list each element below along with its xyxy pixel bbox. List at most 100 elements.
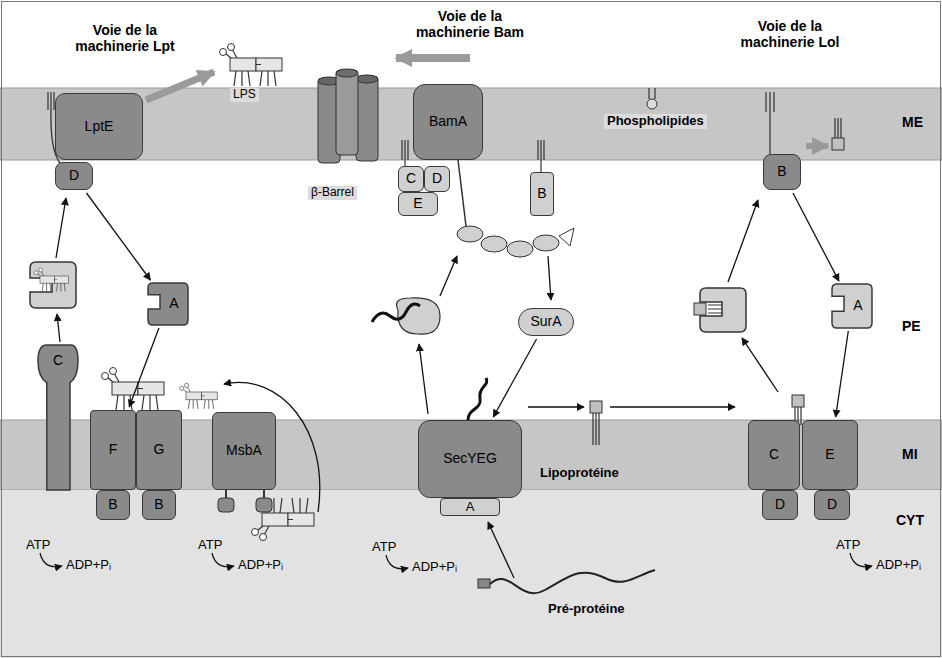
protein-label: B: [154, 497, 163, 512]
loaded-lola-shape: [700, 288, 746, 332]
protein-label: C: [406, 171, 416, 186]
adp-label: ADP+Pᵢ: [412, 560, 457, 575]
lps-molecule: [220, 44, 283, 87]
polypeptide-chain: [468, 378, 487, 420]
cycle-arrow: [129, 328, 159, 407]
hydrolysis-arrow: [40, 553, 62, 567]
lipid-anchor: [538, 140, 544, 172]
protein-outline: [148, 283, 188, 325]
protein-label: E: [413, 196, 422, 211]
cycle-arrow: [86, 193, 150, 280]
lold-protein: D: [814, 490, 850, 520]
lptc-protein: C: [38, 345, 78, 490]
seca-atpase: A: [440, 498, 500, 516]
preprotein-chain: [490, 570, 655, 593]
protein-label: SecYEG: [443, 451, 497, 466]
protein-label: A: [169, 296, 178, 311]
targeting-arrow: [488, 522, 514, 578]
cycle-arrow: [440, 256, 457, 296]
lptf-protein: F: [90, 410, 136, 490]
cytoplasm-band: [0, 490, 942, 658]
bamd-protein: D: [424, 166, 450, 192]
adp-label: ADP+Pᵢ: [876, 558, 921, 573]
cycle-arrow: [728, 200, 758, 282]
protein-label: B: [777, 164, 786, 179]
atp-label: ATP: [836, 538, 860, 553]
atp-label: ATP: [372, 540, 396, 555]
barrel-cylinder: [336, 69, 358, 77]
lola-protein: A: [832, 284, 872, 328]
protein-label: D: [775, 497, 785, 512]
protein-label: A: [466, 500, 475, 514]
lolb-protein: B: [763, 154, 801, 190]
protein-outline: [148, 283, 188, 325]
adp-label: ADP+Pᵢ: [238, 558, 283, 573]
hydrolysis-arrow: [386, 555, 408, 569]
lptb-protein: B: [142, 490, 176, 520]
protein-label: C: [53, 353, 63, 368]
nbd-domain: [256, 498, 272, 512]
protein-label: F: [109, 442, 118, 457]
lipoprotein-body: [694, 303, 706, 315]
sura-chaperone: SurA: [518, 308, 574, 336]
cycle-arrow: [548, 256, 551, 300]
secyeg-translocon: SecYEG: [418, 420, 522, 498]
cycle-arrow: [836, 331, 849, 417]
sorting-arrow: [528, 406, 584, 407]
lps-molecule: [102, 368, 165, 411]
membrane-label: MI: [902, 446, 918, 462]
protein-outline: [832, 284, 872, 328]
molecule-label: Phospholipides: [604, 114, 707, 129]
bame-protein: E: [398, 192, 438, 216]
protein-label: D: [827, 497, 837, 512]
cycle-arrow: [493, 339, 536, 417]
nbd-domain: [218, 498, 234, 512]
lipid-anchor: [593, 413, 599, 445]
phospholipid-tails: [649, 88, 655, 99]
protein-label: B: [108, 497, 117, 512]
lipid-anchor: [835, 118, 841, 138]
insertion-arrow: [396, 54, 470, 62]
lolc-protein: C: [748, 420, 800, 490]
bamc-protein: C: [398, 166, 424, 192]
cycle-arrow: [57, 314, 60, 342]
protein-label: MsbA: [226, 443, 262, 458]
insertion-arrow: [146, 72, 214, 100]
lpte-protein: LptE: [55, 93, 143, 160]
protein-label: G: [154, 442, 165, 457]
compartment-label: CYT: [896, 512, 924, 528]
lipoprotein-body: [832, 138, 844, 150]
potra-domain: [457, 226, 483, 242]
protein-outline: [832, 284, 872, 328]
potra-domain: [507, 241, 533, 257]
molecule-label: Lipoprotéine: [540, 466, 619, 481]
molecule-label: Pré-protéine: [548, 602, 625, 617]
lps-molecule: [34, 268, 68, 291]
lipid-anchor: [708, 305, 722, 313]
polypeptide-chain: [372, 304, 420, 322]
protein-label: D: [432, 171, 442, 186]
nbd-stem: [263, 490, 265, 498]
protein-label: B: [537, 186, 546, 201]
nbd-stem: [225, 490, 227, 498]
protein-label: A: [853, 298, 862, 313]
adp-label: ADP+Pᵢ: [66, 558, 111, 573]
potra-linker: [458, 160, 466, 226]
hydrolysis-arrow: [850, 553, 872, 567]
loaded-lpta-shape: [30, 262, 76, 308]
lps-molecule: [180, 383, 218, 409]
pathway-heading: Voie de la machinerie Lpt: [65, 22, 185, 54]
protein-outline: [38, 345, 78, 490]
cycle-arrow: [56, 198, 66, 258]
barrel-cylinder: [336, 70, 358, 155]
protein-label: C: [769, 447, 779, 462]
lole-protein: E: [802, 420, 858, 490]
cycle-arrow: [793, 193, 839, 281]
lptd-domain: D: [55, 162, 93, 190]
protein-label: E: [825, 447, 834, 462]
atp-label: ATP: [26, 538, 50, 553]
